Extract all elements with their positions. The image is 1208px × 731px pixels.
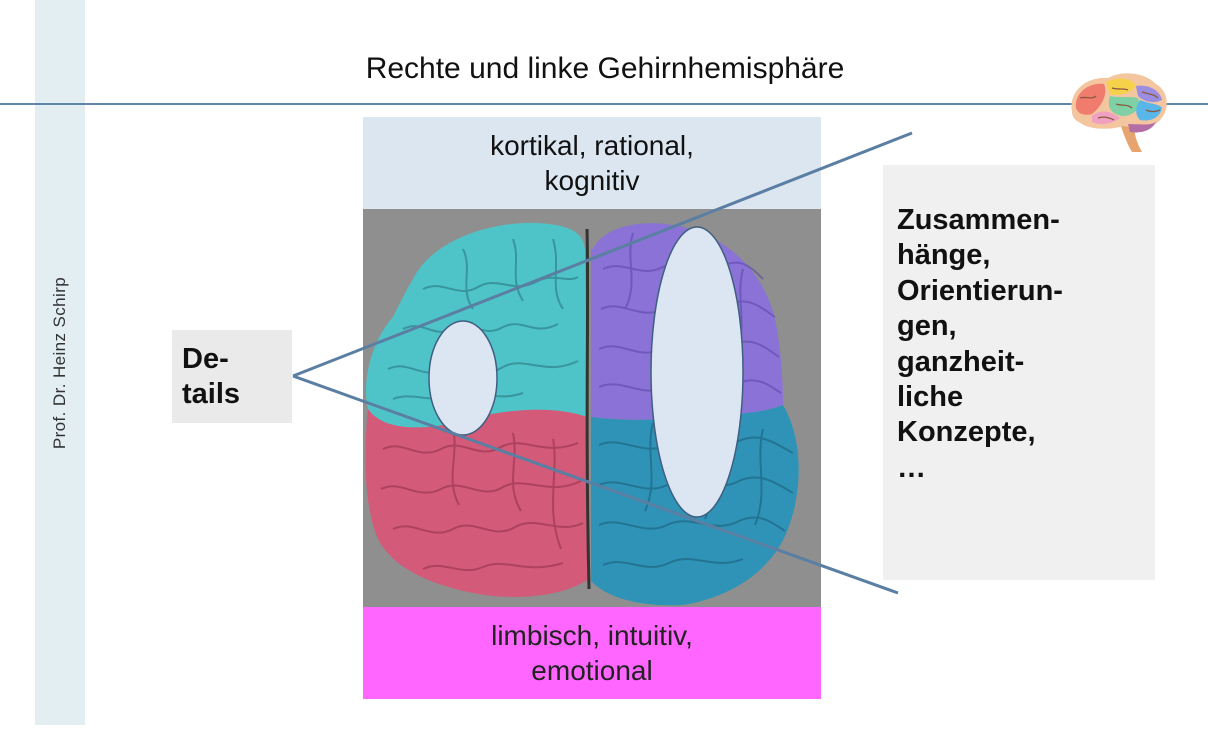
connector-line-lower	[293, 376, 898, 593]
connector-line-upper	[293, 133, 912, 376]
small-ellipse	[429, 321, 497, 435]
large-ellipse	[651, 227, 743, 517]
